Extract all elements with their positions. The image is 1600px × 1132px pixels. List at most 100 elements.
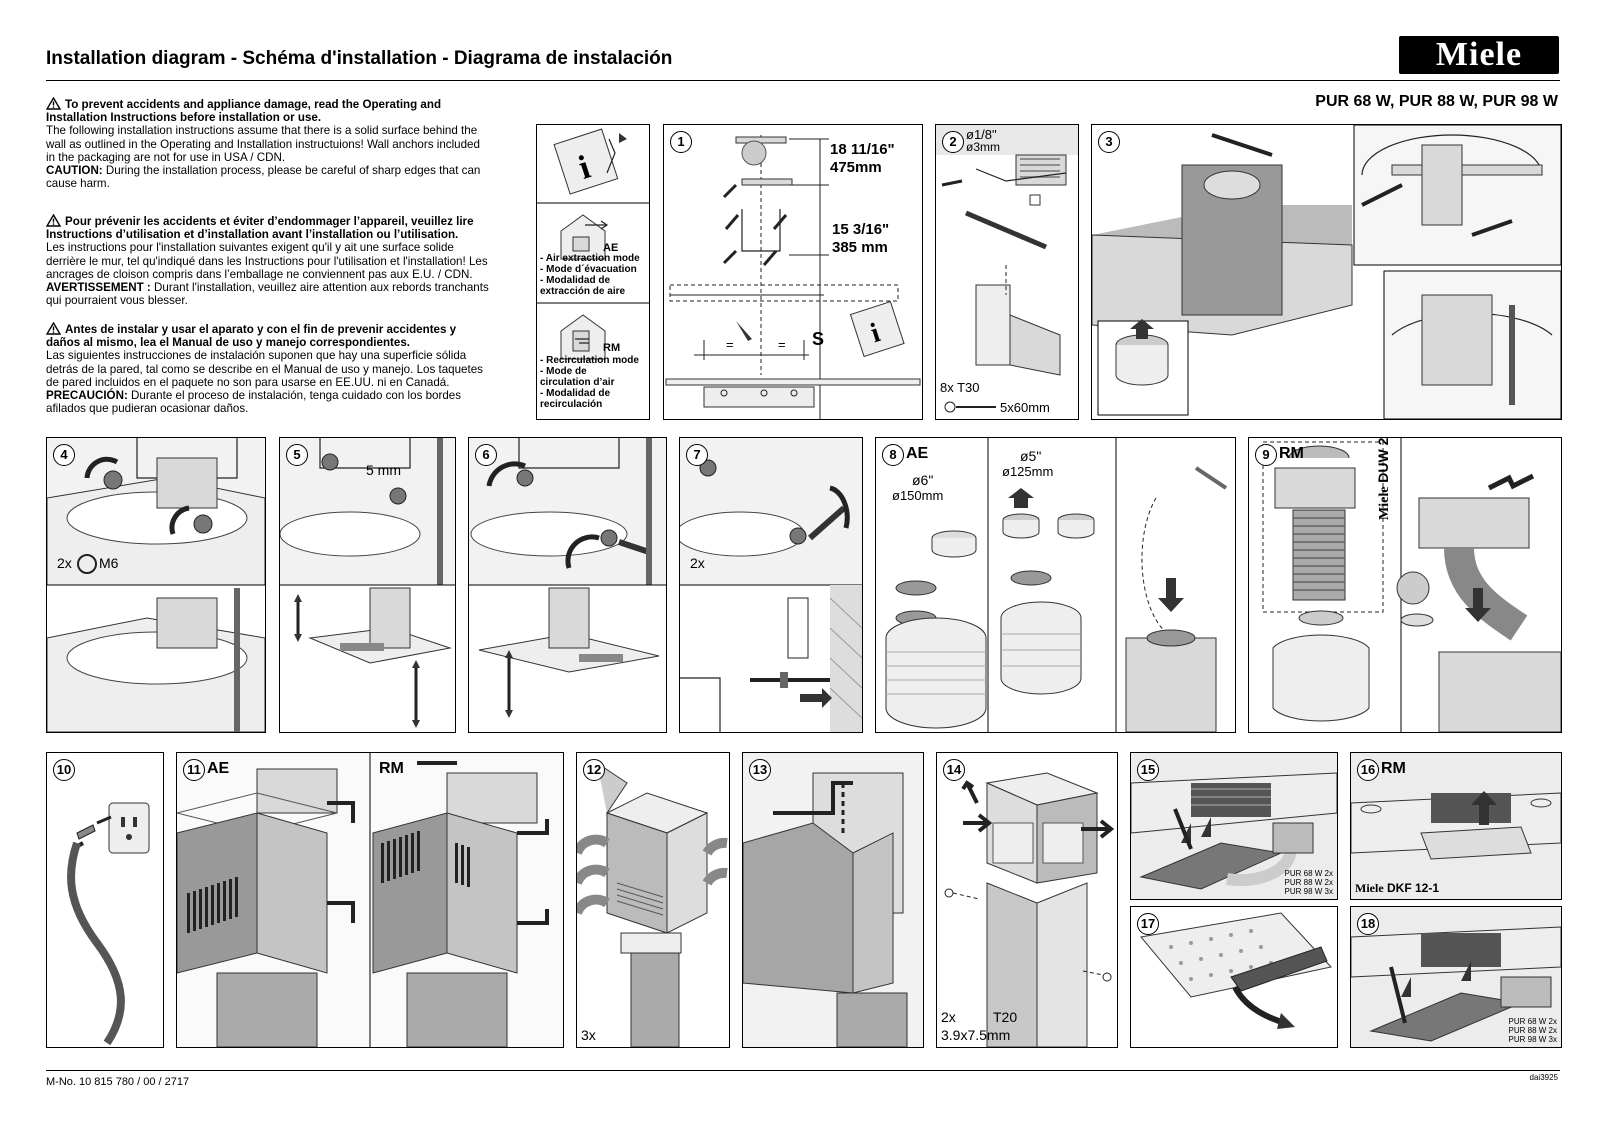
rm-line-5: recirculación bbox=[540, 399, 603, 410]
step-9-illustration bbox=[1262, 438, 1561, 732]
step-11-illustration bbox=[177, 753, 563, 1047]
step-15-illustration bbox=[1131, 753, 1337, 899]
step-4-nut-count: 2x bbox=[57, 555, 72, 571]
warning-en-body: The following installation instructions … bbox=[46, 124, 480, 164]
step-7-count: 2x bbox=[690, 555, 705, 571]
mode-legend-panel: i AE - Air extraction mode - Mode d´évac… bbox=[536, 124, 650, 420]
rm-code: RM bbox=[603, 342, 621, 354]
step-15-filter-1: PUR 68 W 2x bbox=[1284, 869, 1333, 878]
step-11-mode-ae: AE bbox=[207, 760, 230, 777]
step-12-number: 12 bbox=[583, 759, 605, 781]
caution-en-text: During the installation process, please … bbox=[46, 164, 481, 191]
step-7-number: 7 bbox=[686, 444, 708, 466]
rm-line-4: - Modalidad de bbox=[540, 388, 610, 399]
step-4-number: 4 bbox=[53, 444, 75, 466]
step-13-illustration bbox=[743, 753, 923, 1047]
miele-logo: Miele bbox=[1399, 36, 1559, 74]
step-11-panel: 11 AE RM bbox=[176, 752, 564, 1048]
caution-fr-text: Durant l'installation, veuillez aire att… bbox=[46, 281, 489, 308]
step-2-number: 2 bbox=[942, 131, 964, 153]
step-9-number: 9 bbox=[1255, 444, 1277, 466]
step-8-d1-inch: ø6" bbox=[912, 472, 934, 488]
ae-line-2: - Mode d´évacuation bbox=[540, 264, 637, 275]
step-14-number: 14 bbox=[943, 759, 965, 781]
step-1-illustration: i bbox=[665, 135, 921, 419]
step-13-panel: 13 bbox=[742, 752, 924, 1048]
step-15-panel: 15 PUR 68 W 2x PUR 88 W 2x PUR 98 W 3x bbox=[1130, 752, 1338, 900]
step-1-number: 1 bbox=[670, 131, 692, 153]
warning-fr-body: Les instructions pour l'installation sui… bbox=[46, 241, 488, 281]
step-2-illustration bbox=[936, 125, 1078, 413]
step-4-nut-size: M6 bbox=[99, 555, 119, 571]
step-5-illustration bbox=[280, 438, 455, 728]
step-3-number: 3 bbox=[1098, 131, 1120, 153]
warning-es-heading: Antes de instalar y usar el aparato y co… bbox=[46, 323, 457, 350]
warning-icon bbox=[46, 214, 61, 227]
step-16-kit-brand: Miele bbox=[1355, 881, 1384, 895]
step-8-illustration bbox=[885, 438, 1228, 732]
step-15-filter-3: PUR 98 W 3x bbox=[1284, 887, 1333, 896]
step-1-dim2-inch: 15 3/16" bbox=[832, 221, 890, 238]
step-18-panel: 18 PUR 68 W 2x PUR 88 W 2x PUR 98 W 3x bbox=[1350, 906, 1562, 1048]
step-2-drill-mm: ø3mm bbox=[966, 140, 1000, 154]
step-10-number: 10 bbox=[53, 759, 75, 781]
step-9-kit-brand: Miele bbox=[1377, 486, 1392, 520]
step-1-s-label: S bbox=[812, 329, 825, 349]
document-code: dai3925 bbox=[1529, 1073, 1558, 1082]
step-15-filter-2: PUR 88 W 2x bbox=[1284, 878, 1333, 887]
step-18-filter-2: PUR 88 W 2x bbox=[1508, 1026, 1557, 1035]
step-5-number: 5 bbox=[286, 444, 308, 466]
step-17-illustration bbox=[1140, 912, 1332, 1029]
step-16-illustration bbox=[1351, 753, 1561, 899]
step-14-driver: T20 bbox=[993, 1009, 1018, 1025]
step-12-panel: 12 3x bbox=[576, 752, 730, 1048]
step-16-kit-name: DKF 12-1 bbox=[1387, 881, 1440, 895]
step-16-mode: RM bbox=[1381, 760, 1406, 777]
ae-line-3: - Modalidad de bbox=[540, 275, 610, 286]
warning-icon bbox=[46, 97, 61, 110]
step-18-number: 18 bbox=[1357, 913, 1379, 935]
step-15-number: 15 bbox=[1137, 759, 1159, 781]
step-5-panel: 5 5 mm bbox=[279, 437, 456, 733]
step-4-panel: 4 2x M6 bbox=[46, 437, 266, 733]
step-11-number: 11 bbox=[183, 759, 205, 781]
rm-line-3: circulation d’air bbox=[540, 377, 615, 388]
step-9-panel: 9 RM Miele DUW 20 bbox=[1248, 437, 1562, 733]
step-10-panel: 10 bbox=[46, 752, 164, 1048]
step-5-gap: 5 mm bbox=[366, 462, 401, 478]
header-divider bbox=[46, 80, 1560, 81]
caution-es-text: Durante el proceso de instalación, tenga… bbox=[46, 389, 462, 416]
step-1-dim2-mm: 385 mm bbox=[832, 239, 888, 256]
step-3-panel: 3 bbox=[1091, 124, 1562, 420]
model-list: PUR 68 W, PUR 88 W, PUR 98 W bbox=[1315, 93, 1558, 110]
step-8-number: 8 bbox=[882, 444, 904, 466]
material-number: M-No. 10 815 780 / 00 / 2717 bbox=[46, 1076, 190, 1088]
warning-fr-heading: Pour prévenir les accidents et éviter d’… bbox=[46, 215, 474, 242]
ae-line-1: - Air extraction mode bbox=[540, 253, 640, 264]
step-14-screw: 2x bbox=[941, 1009, 956, 1025]
step-14-panel: 14 2x T20 3.9x7.5mm bbox=[936, 752, 1118, 1048]
step-14-size: 3.9x7.5mm bbox=[941, 1027, 1011, 1043]
step-6-number: 6 bbox=[475, 444, 497, 466]
step-1-equal-right: = bbox=[778, 337, 786, 352]
step-3-illustration bbox=[1092, 125, 1561, 419]
step-18-filter-3: PUR 98 W 3x bbox=[1508, 1035, 1557, 1044]
step-1-dim1-inch: 18 11/16" bbox=[830, 141, 895, 158]
warning-es-body: Las siguientes instrucciones de instalac… bbox=[46, 349, 483, 389]
step-6-illustration bbox=[469, 438, 666, 718]
step-16-panel: 16 RM Miele DKF 12-1 bbox=[1350, 752, 1562, 900]
ae-code: AE bbox=[603, 242, 619, 254]
step-17-panel: 17 bbox=[1130, 906, 1338, 1048]
warning-icon bbox=[46, 322, 61, 335]
warning-spanish: Antes de instalar y usar el aparato y co… bbox=[46, 322, 491, 415]
step-8-d1-mm: ø150mm bbox=[892, 488, 944, 503]
step-7-illustration bbox=[680, 438, 862, 732]
step-2-screw-count: 8x T30 bbox=[940, 380, 980, 395]
step-2-drill-inch: ø1/8" bbox=[966, 127, 997, 142]
step-7-panel: 7 2x bbox=[679, 437, 863, 733]
step-12-count: 3x bbox=[581, 1027, 596, 1043]
step-8-d2-mm: ø125mm bbox=[1002, 464, 1054, 479]
rm-line-1: - Recirculation mode bbox=[540, 355, 639, 366]
step-8-panel: 8 AE ø6" ø150mm ø5" ø125mm bbox=[875, 437, 1236, 733]
step-2-screw-size: 5x60mm bbox=[1000, 400, 1050, 415]
